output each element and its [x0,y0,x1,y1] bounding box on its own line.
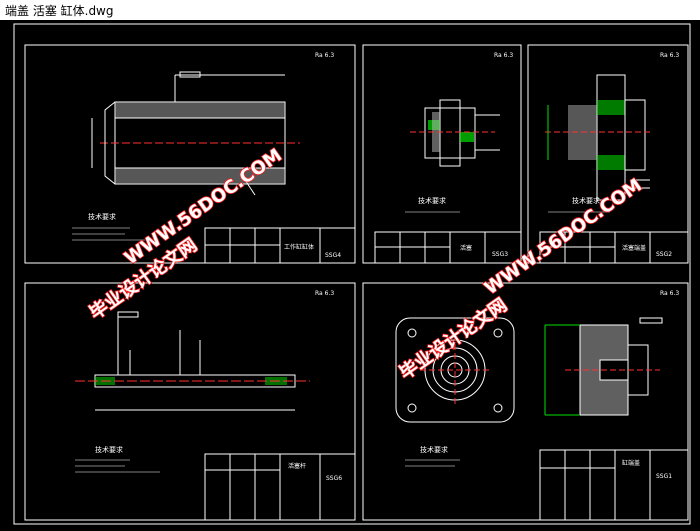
sheet-endcap-part-name: 活塞端盖 [622,244,646,252]
drawing-canvas[interactable]: Ra 6.3 技术要求 工作缸缸体 SSG4 Ra 6.3 [0,20,700,531]
sheet-endcap-roughness: Ra 6.3 [660,52,679,59]
watermark-cn-2: 毕业设计论文网 [395,294,511,384]
sheet-cylinder-code: SSG4 [325,252,341,259]
outer-frame [13,23,691,525]
sheet-cylinder-note-title: 技术要求 [88,212,116,221]
sheet-cylinder[interactable]: Ra 6.3 技术要求 工作缸缸体 SSG4 [24,44,356,264]
sheet-cover[interactable]: Ra 6.3 技术要求 缸端盖 SSG1 [362,282,689,521]
sheet-rod-code: SSG6 [326,475,342,482]
sheet-rod-part-name: 活塞杆 [288,462,306,470]
sheet-rod[interactable]: Ra 6.3 技术要求 活塞杆 SSG6 [24,282,356,521]
sheet-piston-part-name: 活塞 [460,244,472,252]
sheet-endcap-code: SSG2 [656,251,672,258]
sheet-cylinder-part-name: 工作缸缸体 [284,243,314,251]
sheet-piston-roughness: Ra 6.3 [494,52,513,59]
watermark-site-1: WWW.56DOC.COM [121,145,286,269]
sheet-cylinder-roughness: Ra 6.3 [315,52,334,59]
watermark-site-2: WWW.56DOC.COM [481,175,646,299]
sheet-piston-note-title: 技术要求 [418,196,446,205]
sheet-rod-roughness: Ra 6.3 [315,290,334,297]
sheet-cover-part-name: 缸端盖 [622,459,640,467]
sheet-endcap[interactable]: Ra 6.3 技术要求 活塞端盖 SSG2 [527,44,689,264]
sheet-endcap-note-title: 技术要求 [572,196,600,205]
window-title: 端盖 活塞 缸体.dwg [5,4,114,18]
sheet-cover-code: SSG1 [656,473,672,480]
sheet-piston-code: SSG3 [492,251,508,258]
cad-drawing: Ra 6.3 技术要求 工作缸缸体 SSG4 Ra 6.3 [13,23,691,525]
sheet-piston[interactable]: Ra 6.3 技术要求 活塞 SSG3 [362,44,522,264]
window-titlebar: 端盖 活塞 缸体.dwg [0,0,700,21]
sheet-rod-note-title: 技术要求 [95,445,123,454]
sheet-cover-note-title: 技术要求 [420,445,448,454]
sheet-cover-roughness: Ra 6.3 [660,290,679,297]
